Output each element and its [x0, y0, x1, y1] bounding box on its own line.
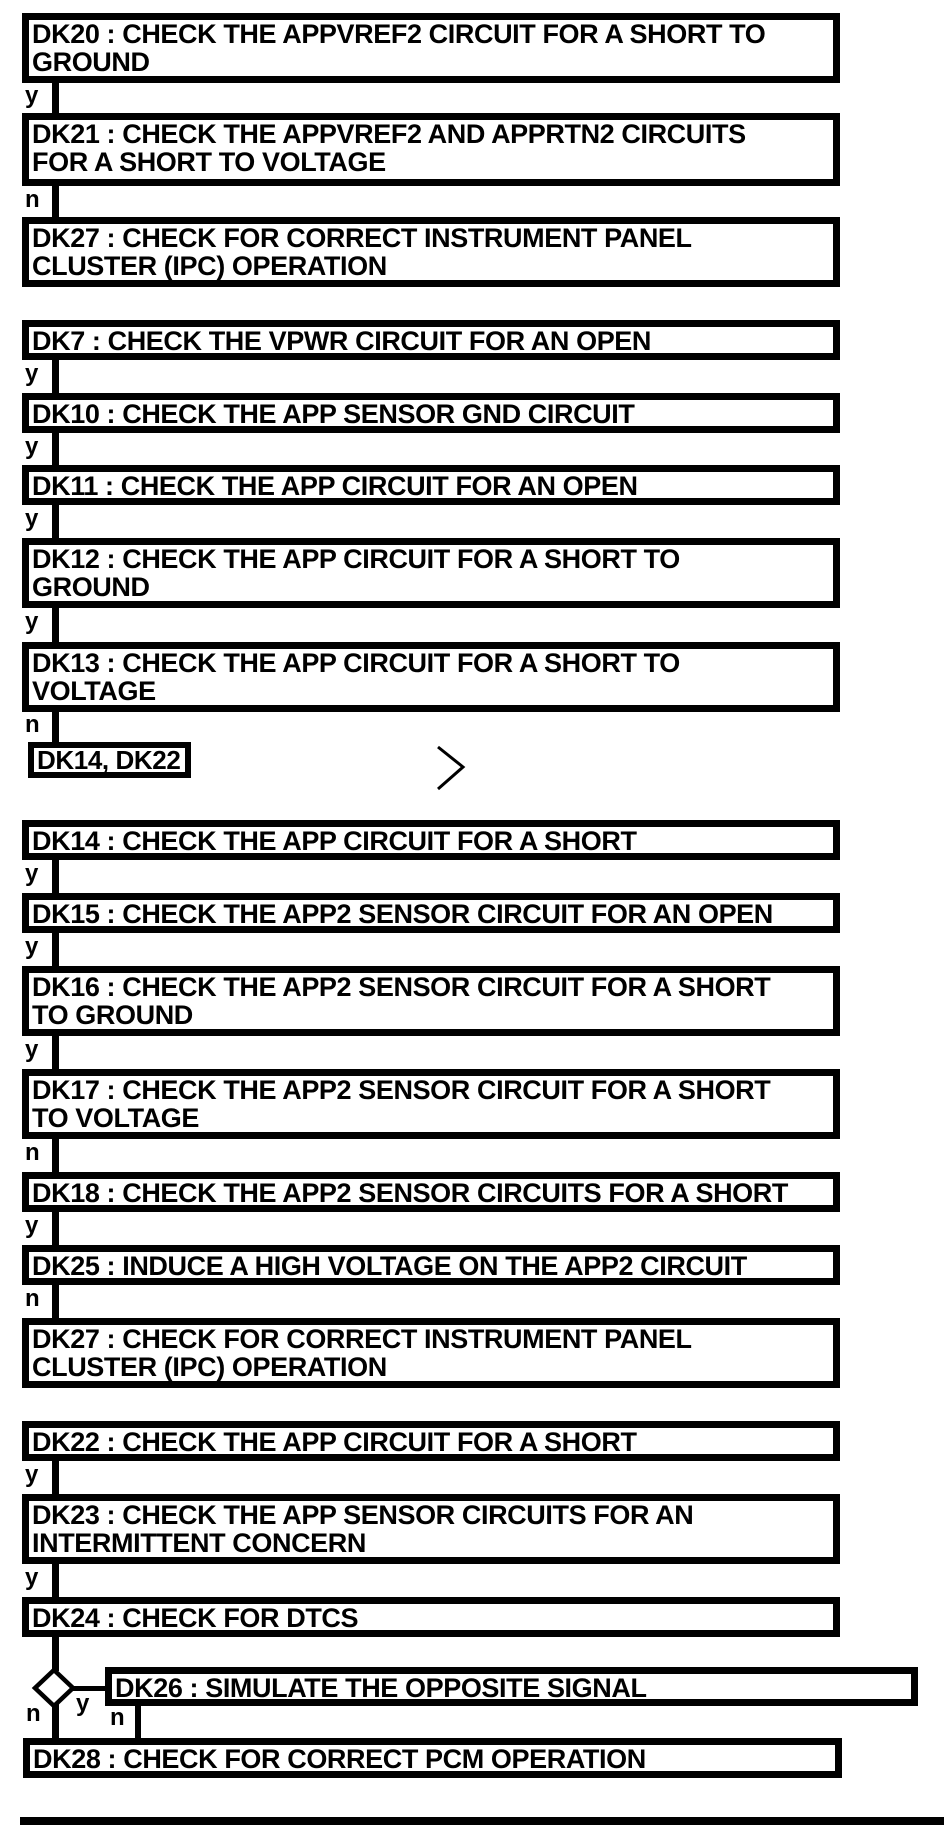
- flow-node-dk18: DK18 : CHECK THE APP2 SENSOR CIRCUITS FO…: [22, 1172, 840, 1212]
- edge-label-y: y: [25, 505, 38, 532]
- flow-node-dk23: DK23 : CHECK THE APP SENSOR CIRCUITS FOR…: [22, 1494, 840, 1564]
- flow-node-dk14-dk22-continuation: DK14, DK22: [28, 742, 191, 778]
- connector-dk17-dk18: [52, 1139, 59, 1172]
- flow-node-dk27-first: DK27 : CHECK FOR CORRECT INSTRUMENT PANE…: [22, 217, 840, 287]
- flow-node-dk21: DK21 : CHECK THE APPVREF2 AND APPRTN2 CI…: [22, 113, 840, 186]
- connector-dk13-ref: [52, 712, 59, 742]
- edge-label-n: n: [25, 1139, 40, 1166]
- connector-dk26-dk28: [135, 1706, 141, 1738]
- flow-node-dk25: DK25 : INDUCE A HIGH VOLTAGE ON THE APP2…: [22, 1245, 840, 1285]
- connector-dk24-diamond: [52, 1637, 59, 1671]
- edge-label-y: y: [25, 1212, 38, 1239]
- flow-node-dk20: DK20 : CHECK THE APPVREF2 CIRCUIT FOR A …: [22, 13, 840, 83]
- edge-label-n: n: [110, 1704, 125, 1731]
- edge-label-y: y: [25, 1564, 38, 1591]
- flow-node-dk13: DK13 : CHECK THE APP CIRCUIT FOR A SHORT…: [22, 642, 840, 712]
- flow-node-dk10: DK10 : CHECK THE APP SENSOR GND CIRCUIT: [22, 393, 840, 433]
- connector-dk12-dk13: [52, 608, 59, 642]
- connector-dk18-dk25: [52, 1212, 59, 1245]
- flow-node-dk27-second: DK27 : CHECK FOR CORRECT INSTRUMENT PANE…: [22, 1318, 840, 1388]
- continuation-chevron-icon: [437, 745, 466, 791]
- connector-dk14-dk15: [52, 860, 59, 893]
- flow-node-dk26: DK26 : SIMULATE THE OPPOSITE SIGNAL: [105, 1667, 918, 1706]
- decision-diamond-icon: [31, 1666, 77, 1710]
- connector-dk25-dk27: [52, 1285, 59, 1318]
- flow-node-dk16: DK16 : CHECK THE APP2 SENSOR CIRCUIT FOR…: [22, 966, 840, 1036]
- connector-diamond-dk28: [52, 1703, 59, 1738]
- section-divider: [20, 1817, 944, 1825]
- edge-label-n: n: [25, 186, 40, 213]
- flow-node-dk28: DK28 : CHECK FOR CORRECT PCM OPERATION: [23, 1738, 842, 1778]
- flow-node-dk15: DK15 : CHECK THE APP2 SENSOR CIRCUIT FOR…: [22, 893, 840, 933]
- edge-label-y: y: [25, 933, 38, 960]
- flow-node-dk24: DK24 : CHECK FOR DTCS: [22, 1597, 840, 1637]
- edge-label-y: y: [25, 608, 38, 635]
- edge-label-y: y: [25, 82, 38, 109]
- flow-node-dk11: DK11 : CHECK THE APP CIRCUIT FOR AN OPEN: [22, 465, 840, 505]
- flow-node-dk7: DK7 : CHECK THE VPWR CIRCUIT FOR AN OPEN: [22, 320, 840, 360]
- connector-dk11-dk12: [52, 505, 59, 538]
- connector-dk20-dk21: [52, 83, 59, 113]
- flow-node-dk14: DK14 : CHECK THE APP CIRCUIT FOR A SHORT: [22, 820, 840, 860]
- edge-label-n: n: [25, 1285, 40, 1312]
- edge-label-y: y: [25, 433, 38, 460]
- connector-diamond-dk26: [71, 1686, 106, 1691]
- connector-dk16-dk17: [52, 1036, 59, 1069]
- edge-label-y: y: [25, 860, 38, 887]
- flow-node-dk17: DK17 : CHECK THE APP2 SENSOR CIRCUIT FOR…: [22, 1069, 840, 1139]
- edge-label-y: y: [25, 1461, 38, 1488]
- connector-dk10-dk11: [52, 433, 59, 465]
- connector-dk7-dk10: [52, 360, 59, 393]
- edge-label-y: y: [25, 360, 38, 387]
- connector-dk21-dk27: [52, 186, 59, 217]
- flow-node-dk22: DK22 : CHECK THE APP CIRCUIT FOR A SHORT: [22, 1421, 840, 1461]
- flow-node-dk12: DK12 : CHECK THE APP CIRCUIT FOR A SHORT…: [22, 538, 840, 608]
- edge-label-n: n: [26, 1700, 41, 1727]
- edge-label-y: y: [76, 1690, 89, 1717]
- connector-dk23-dk24: [52, 1564, 59, 1597]
- connector-dk15-dk16: [52, 933, 59, 966]
- edge-label-n: n: [25, 711, 40, 738]
- edge-label-y: y: [25, 1036, 38, 1063]
- connector-dk22-dk23: [52, 1461, 59, 1494]
